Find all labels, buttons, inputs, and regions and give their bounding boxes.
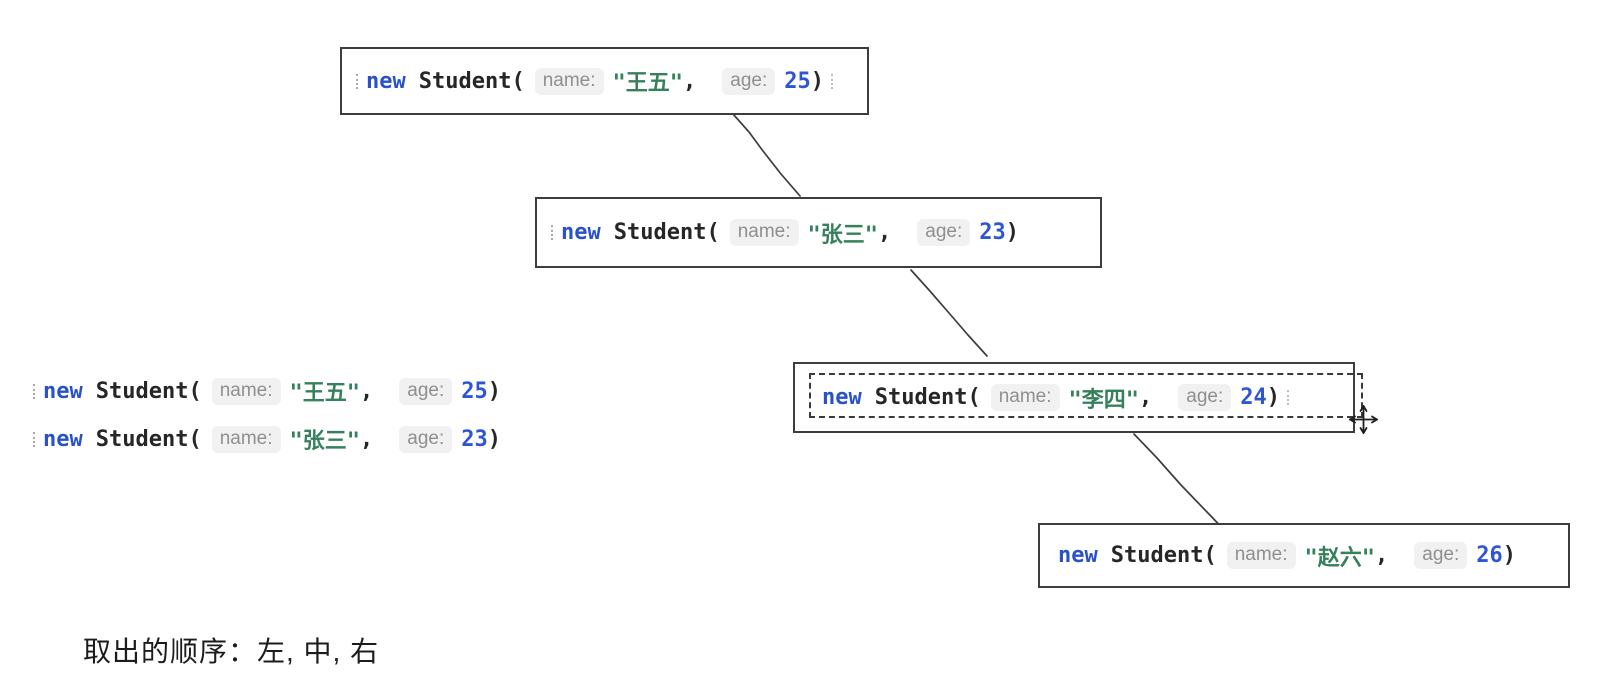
student-node-lisi-code: new Student( name: "李四" , age: 24 ): [822, 382, 1290, 414]
param-hint-age: age:: [399, 425, 453, 453]
age-number: 23: [461, 426, 488, 452]
age-number: 25: [461, 378, 488, 404]
comma: ,: [360, 426, 374, 452]
param-hint-name: name:: [211, 425, 281, 453]
param-hint-name: name:: [534, 67, 604, 95]
close-paren: ): [1005, 220, 1020, 245]
name-string: "王五": [612, 71, 684, 96]
student-node-zhangsan-code: new Student( name: "张三" , age: 23 ): [551, 217, 1019, 249]
keyword-new: new: [43, 426, 83, 452]
move-crosshair-cursor-icon: [1349, 405, 1378, 434]
student-node-zhangsan[interactable]: new Student( name: "张三" , age: 23 ): [535, 197, 1102, 268]
comma: ,: [1375, 543, 1389, 568]
student-node-zhaoliu-code: new Student( name: "赵六" , age: 26 ): [1058, 540, 1516, 572]
student-node-wangwu-code: new Student( name: "王五" , age: 25 ): [356, 65, 834, 97]
constructor-name: Student(: [1110, 543, 1217, 568]
student-node-wangwu[interactable]: new Student( name: "王五" , age: 25 ): [340, 47, 869, 115]
comma: ,: [878, 220, 892, 245]
name-string: "张三": [807, 222, 879, 248]
keyword-new: new: [822, 385, 862, 410]
connector-line-bottom: [1133, 433, 1232, 538]
param-hint-name: name:: [1226, 542, 1296, 569]
close-paren: ): [1502, 543, 1517, 568]
close-paren: ): [487, 378, 502, 404]
comma: ,: [360, 378, 374, 404]
extracted-line-wangwu: new Student( name: "王五" , age: 25 ): [33, 368, 501, 414]
caret-mark-icon: [33, 431, 35, 447]
caret-mark-icon: [831, 73, 834, 89]
age-number: 26: [1476, 543, 1503, 568]
constructor-name: Student(: [95, 426, 202, 452]
close-paren: ): [487, 426, 502, 452]
constructor-name: Student(: [418, 68, 525, 94]
age-number: 24: [1240, 385, 1267, 410]
constructor-name: Student(: [874, 385, 981, 410]
keyword-new: new: [366, 68, 406, 94]
caret-mark-icon: [1287, 390, 1290, 405]
keyword-new: new: [561, 220, 601, 245]
name-string: "王五": [289, 381, 361, 406]
keyword-new: new: [43, 378, 83, 404]
name-string: "赵六": [1304, 545, 1376, 571]
traversal-order-caption: 取出的顺序：左, 中, 右: [83, 636, 380, 667]
constructor-name: Student(: [613, 220, 720, 245]
name-string: "张三": [289, 429, 361, 454]
param-hint-age: age:: [399, 377, 453, 405]
comma: ,: [683, 68, 697, 94]
constructor-name: Student(: [95, 378, 202, 404]
age-number: 25: [784, 68, 811, 94]
close-paren: ): [810, 68, 825, 94]
connector-line-top: [732, 113, 801, 197]
close-paren: ): [1266, 385, 1281, 410]
param-hint-age: age:: [1414, 542, 1468, 569]
caret-mark-icon: [33, 383, 35, 399]
student-node-zhaoliu[interactable]: new Student( name: "赵六" , age: 26 ): [1038, 523, 1570, 588]
param-hint-name: name:: [990, 384, 1060, 411]
age-number: 23: [979, 220, 1006, 245]
caret-mark-icon: [356, 73, 358, 89]
keyword-new: new: [1058, 543, 1098, 568]
param-hint-age: age:: [917, 219, 971, 246]
comma: ,: [1139, 385, 1153, 410]
param-hint-age: age:: [1178, 384, 1232, 411]
param-hint-age: age:: [722, 67, 776, 95]
param-hint-name: name:: [211, 377, 281, 405]
extracted-line-zhangsan: new Student( name: "张三" , age: 23 ): [33, 416, 501, 462]
caret-mark-icon: [551, 225, 553, 240]
param-hint-name: name:: [729, 219, 799, 246]
name-string: "李四": [1068, 387, 1140, 413]
selection-rect[interactable]: [809, 373, 1363, 418]
connector-line-middle: [910, 269, 988, 357]
